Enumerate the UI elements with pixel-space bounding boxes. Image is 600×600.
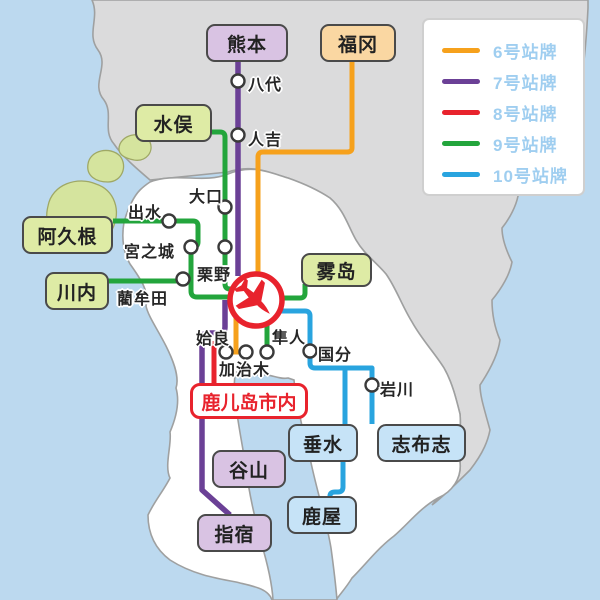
dot-imuta bbox=[175, 271, 191, 287]
legend-item-6: 6号站牌 bbox=[442, 35, 583, 66]
route-7-line-south bbox=[199, 300, 232, 518]
dot-hitoyoshi bbox=[230, 127, 246, 143]
legend-label-8: 8号站牌 bbox=[493, 105, 558, 124]
route-10-line-kanoya bbox=[327, 462, 346, 499]
station-dots bbox=[161, 73, 380, 393]
dest-box-kanoya: 鹿屋 bbox=[287, 496, 357, 534]
dest-box-sendai: 川内 bbox=[45, 272, 109, 310]
dot-yatsushiro bbox=[230, 73, 246, 89]
legend-item-10: 10号站牌 bbox=[442, 159, 583, 190]
dest-box-ibusuki: 指宿 bbox=[197, 514, 272, 552]
dot-kajiki bbox=[238, 344, 254, 360]
route-9-line-kirishima bbox=[252, 284, 308, 301]
station-label-miyanojo: 宮之城 bbox=[124, 244, 176, 261]
legend-swatch-10 bbox=[442, 172, 480, 177]
legend-label-10: 10号站牌 bbox=[493, 167, 568, 186]
dest-box-akune: 阿久根 bbox=[22, 216, 113, 254]
dest-box-kumamoto: 熊本 bbox=[206, 24, 288, 62]
station-label-kajiki: 加治木 bbox=[219, 362, 271, 379]
legend-swatch-7 bbox=[442, 79, 480, 84]
legend-item-8: 8号站牌 bbox=[442, 97, 583, 128]
dest-box-taniyama: 谷山 bbox=[212, 450, 286, 488]
legend-label-7: 7号站牌 bbox=[493, 74, 558, 93]
airport-icon bbox=[227, 271, 285, 329]
route-10-line bbox=[274, 308, 375, 424]
station-label-aira: 姶良 bbox=[196, 331, 231, 348]
legend: 6号站牌 7号站牌 8号站牌 9号站牌 10号站牌 bbox=[422, 18, 585, 196]
dest-box-kagoshima-city: 鹿儿岛市内 bbox=[190, 383, 308, 419]
station-label-yatsushiro: 八代 bbox=[248, 77, 283, 94]
dot-iwagawa bbox=[364, 377, 380, 393]
legend-item-7: 7号站牌 bbox=[442, 66, 583, 97]
dest-box-minamata: 水俣 bbox=[135, 104, 212, 142]
dot-kokubu bbox=[302, 343, 318, 359]
legend-swatch-9 bbox=[442, 141, 480, 146]
island-mid bbox=[87, 149, 125, 183]
dot-okuchi bbox=[217, 199, 233, 215]
station-label-imuta: 藺牟田 bbox=[117, 291, 169, 308]
dot-hayato bbox=[259, 344, 275, 360]
dest-box-shibushi: 志布志 bbox=[377, 424, 466, 462]
dot-miyanojo bbox=[183, 239, 199, 255]
legend-swatch-6 bbox=[442, 48, 480, 53]
legend-swatch-8 bbox=[442, 110, 480, 115]
station-label-iwagawa: 岩川 bbox=[380, 382, 415, 399]
dot-kurino bbox=[217, 239, 233, 255]
dest-box-tarumizu: 垂水 bbox=[288, 424, 358, 462]
legend-label-9: 9号站牌 bbox=[493, 136, 558, 155]
station-label-okuchi: 大口 bbox=[189, 189, 224, 206]
dot-izumi bbox=[161, 213, 177, 229]
legend-label-6: 6号站牌 bbox=[493, 43, 558, 62]
legend-item-9: 9号站牌 bbox=[442, 128, 583, 159]
station-label-izumi: 出水 bbox=[128, 205, 163, 222]
dest-box-kirishima: 雾岛 bbox=[301, 253, 372, 287]
station-label-kokubu: 国分 bbox=[318, 347, 353, 364]
station-label-hitoyoshi: 人吉 bbox=[248, 132, 283, 149]
station-label-hayato: 隼人 bbox=[272, 330, 307, 347]
dest-box-fukuoka: 福冈 bbox=[320, 24, 396, 62]
dot-aira bbox=[218, 344, 234, 360]
route-6-line bbox=[255, 62, 355, 276]
station-label-kurino: 栗野 bbox=[197, 267, 232, 284]
kinko-bay bbox=[233, 370, 338, 600]
